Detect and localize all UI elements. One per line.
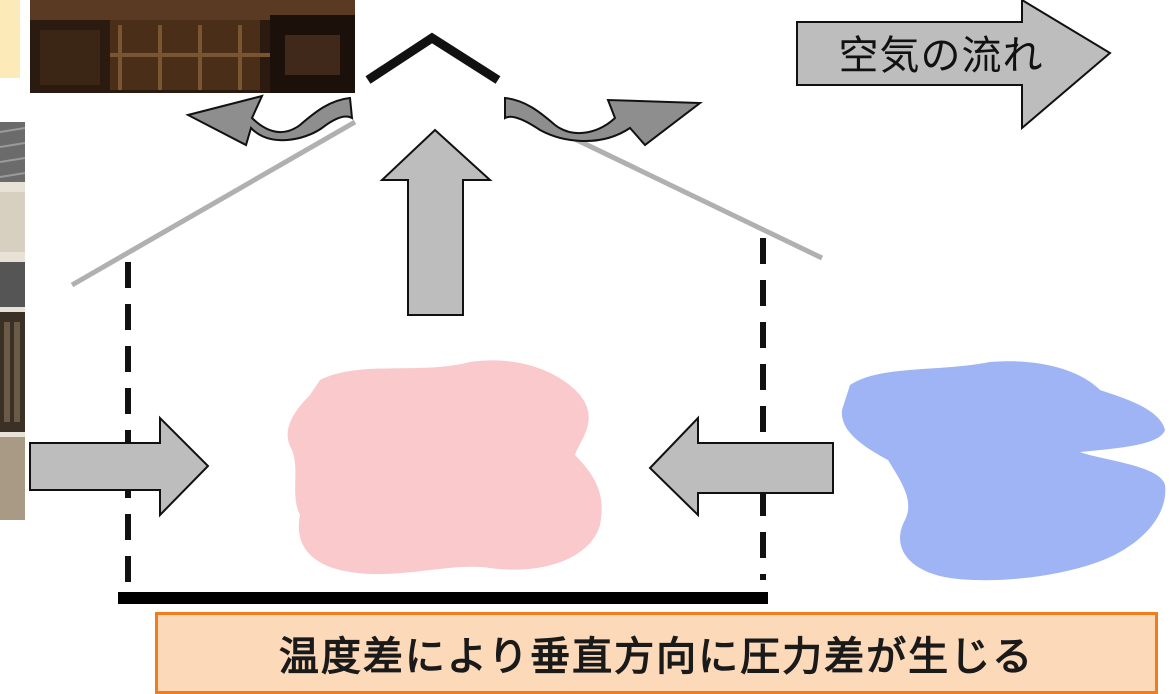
right-inflow-arrow bbox=[648, 415, 834, 518]
attic-photo bbox=[30, 0, 355, 93]
caption-text: 温度差により垂直方向に圧力差が生じる bbox=[278, 634, 1035, 680]
flow-legend-label: 空気の流れ bbox=[838, 33, 1044, 79]
yellow-strip bbox=[0, 0, 20, 78]
ridge-vent bbox=[365, 32, 501, 84]
roof-left-line bbox=[70, 119, 357, 288]
left-exhaust-arrow bbox=[185, 94, 354, 147]
left-inflow-arrow bbox=[29, 415, 210, 518]
right-exhaust-arrow bbox=[504, 96, 703, 147]
up-arrow bbox=[379, 128, 493, 316]
caption-box: 温度差により垂直方向に圧力差が生じる bbox=[155, 612, 1158, 694]
warm-air-blob bbox=[287, 360, 602, 575]
flow-legend-arrow bbox=[796, 0, 1112, 131]
cool-air-blob bbox=[841, 361, 1166, 581]
house-photo bbox=[0, 122, 25, 520]
